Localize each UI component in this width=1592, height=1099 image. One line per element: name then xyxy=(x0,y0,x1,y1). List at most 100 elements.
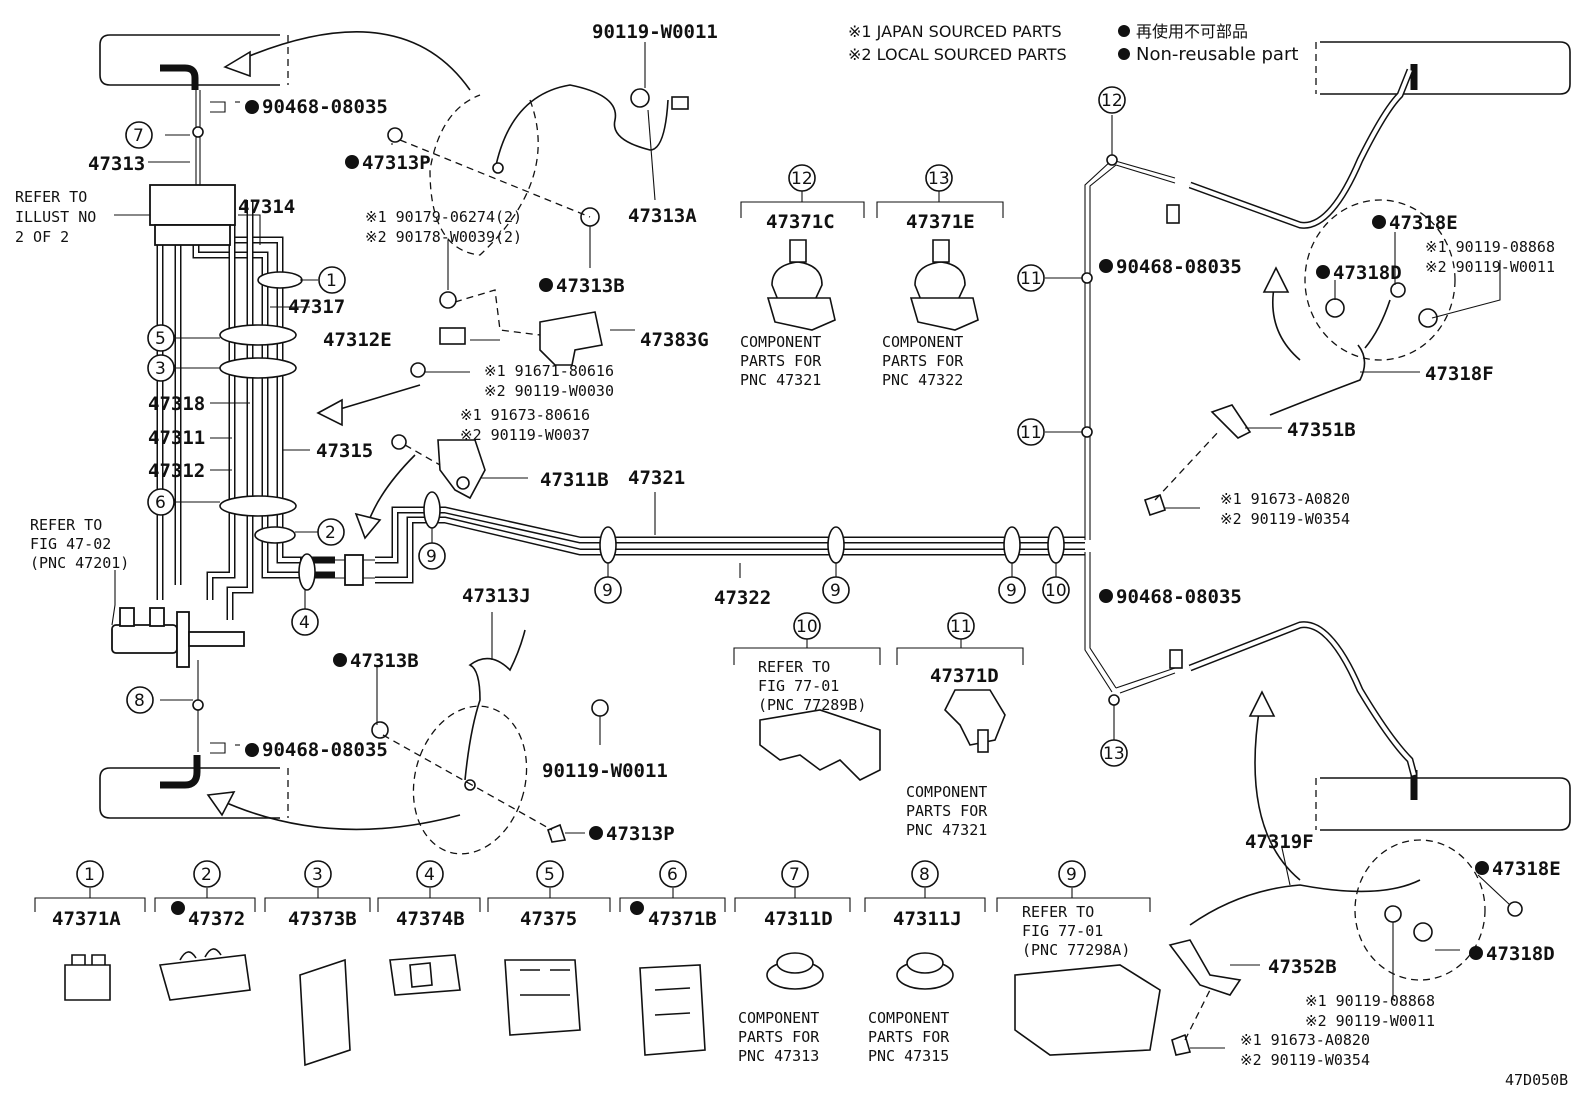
refer-illust-line3: 2 OF 2 xyxy=(15,228,69,246)
note-47371D-2: PARTS FOR xyxy=(906,802,988,820)
brake-pipes xyxy=(156,68,1418,776)
label-47318D-top: 47318D xyxy=(1333,262,1402,284)
label-91673-A0820-bottom: ※1 91673-A0820 xyxy=(1240,1031,1370,1049)
bottom-ref-77298A-1: REFER TO xyxy=(1022,903,1094,921)
callout-5: 5 xyxy=(155,329,166,349)
label-47371C: 47371C xyxy=(766,211,835,233)
label-90119-W0011-right-bottom: ※2 90119-W0011 xyxy=(1305,1012,1435,1030)
bottom-ref-77298A-3: (PNC 77298A) xyxy=(1022,941,1130,959)
part-labels: 47313 REFER TO ILLUST NO 2 OF 2 47314 47… xyxy=(15,21,1561,1069)
middle-component-10: 10 REFER TO FIG 77-01 (PNC 77289B) xyxy=(758,612,866,714)
pipe-joint xyxy=(1081,426,1093,438)
flex-hose-47313A xyxy=(387,84,689,256)
master-cylinder xyxy=(111,607,245,668)
note-47371C-3: PNC 47321 xyxy=(740,371,821,389)
bottom-note-47311J-3: PNC 47315 xyxy=(868,1047,949,1065)
note-47371E-1: COMPONENT xyxy=(882,333,963,351)
callout-8: 8 xyxy=(134,691,145,711)
bracket-47311B xyxy=(391,434,486,500)
callout-11b: 11 xyxy=(1020,423,1042,443)
label-47313: 47313 xyxy=(88,153,145,175)
label-47313P-top: 47313P xyxy=(362,152,431,174)
label-47313B-bottom: 47313B xyxy=(350,650,419,672)
nonreusable-dot-icon xyxy=(1118,25,1130,37)
pipe-joint xyxy=(192,126,204,138)
bottom-num-3: 3 xyxy=(312,865,323,885)
callout-10: 10 xyxy=(1045,581,1067,601)
label-47311B: 47311B xyxy=(540,469,609,491)
ref-77289B-2: FIG 77-01 xyxy=(758,677,839,695)
bottom-num-8: 8 xyxy=(919,865,930,885)
component-47371C-icon xyxy=(766,239,836,331)
label-47317: 47317 xyxy=(288,296,345,318)
callout-3: 3 xyxy=(155,359,166,379)
label-91673-A0820-top: ※1 91673-A0820 xyxy=(1220,490,1350,508)
label-47371E: 47371E xyxy=(906,211,975,233)
pipe-joint xyxy=(1106,154,1118,166)
callout-12: 12 xyxy=(1101,91,1123,111)
middle-component-47371D: 11 47371D COMPONENT PARTS FOR PNC 47321 xyxy=(906,612,999,839)
label-90468-bottom: 90468-08035 xyxy=(262,739,388,761)
label-47313P-bottom: 47313P xyxy=(606,823,675,845)
refer-illust-line2: ILLUST NO xyxy=(15,208,96,226)
note-47371C-1: COMPONENT xyxy=(740,333,821,351)
label-47318F: 47318F xyxy=(1425,363,1494,385)
pipe-joint xyxy=(1081,272,1093,284)
bracket-47383G xyxy=(410,289,603,378)
label-90468-right-top: 90468-08035 xyxy=(1116,256,1242,278)
bottom-num-7: 7 xyxy=(789,865,800,885)
bottom-num-1: 1 xyxy=(84,865,95,885)
callout-13: 13 xyxy=(1103,744,1125,764)
bottom-note-47311J-1: COMPONENT xyxy=(868,1009,949,1027)
clip-icon xyxy=(210,101,226,113)
clip-icon xyxy=(1169,649,1183,669)
refer-illust-line1: REFER TO xyxy=(15,188,87,206)
label-47313J: 47313J xyxy=(462,585,531,607)
bottom-note-47311D-3: PNC 47313 xyxy=(738,1047,819,1065)
callouts: 7 1 5 3 6 2 4 9 9 9 9 10 8 11 11 12 13 xyxy=(125,86,1128,767)
callout-11a: 11 xyxy=(1020,269,1042,289)
bottom-part-47311J: 47311J xyxy=(893,908,962,930)
component-47371D-icon xyxy=(944,689,1006,753)
label-91673: ※1 91673-80616 xyxy=(460,406,590,424)
label-47322: 47322 xyxy=(714,587,771,609)
ref-77289B-3: (PNC 77289B) xyxy=(758,696,866,714)
label-47313A: 47313A xyxy=(628,205,697,227)
label-90119-08868-top: ※1 90119-08868 xyxy=(1425,238,1555,256)
nonreusable-dots xyxy=(171,100,1489,960)
bottom-note-47311D-1: COMPONENT xyxy=(738,1009,819,1027)
bottom-part-47372: 47372 xyxy=(188,908,245,930)
component-47371E-icon xyxy=(909,239,979,331)
leader-lines xyxy=(111,42,1511,1049)
label-90119-W0011-right-top: ※2 90119-W0011 xyxy=(1425,258,1555,276)
label-47312E: 47312E xyxy=(323,329,392,351)
flex-hose-47319F xyxy=(1168,839,1523,1056)
label-90119-08868-bottom: ※1 90119-08868 xyxy=(1305,992,1435,1010)
label-47313B-top: 47313B xyxy=(556,275,625,297)
label-47315: 47315 xyxy=(316,440,373,462)
pipe-joint xyxy=(1108,694,1120,706)
bottom-row-labels: 1 47371A 2 47372 3 47373B 4 47374B 5 473… xyxy=(52,860,1130,1065)
bottom-part-47374B: 47374B xyxy=(396,908,465,930)
label-90468-top: 90468-08035 xyxy=(262,96,388,118)
bottom-part-47371A: 47371A xyxy=(52,908,121,930)
flex-hose-47313J xyxy=(371,629,609,855)
clip-icon xyxy=(210,742,226,754)
nonreusable-dot-icon xyxy=(1118,48,1130,60)
refer-fig-line2: FIG 47-02 xyxy=(30,535,111,553)
bottom-part-47375: 47375 xyxy=(520,908,577,930)
label-90119-W0011-mid: 90119-W0011 xyxy=(542,760,668,782)
bottom-note-47311J-2: PARTS FOR xyxy=(868,1028,950,1046)
label-91671: ※1 91671-80616 xyxy=(484,362,614,380)
label-47312: 47312 xyxy=(148,460,205,482)
flex-hose-47318F xyxy=(1143,199,1456,517)
refer-fig-line1: REFER TO xyxy=(30,516,102,534)
refer-fig-line3: (PNC 47201) xyxy=(30,554,129,572)
label-47318E-bottom: 47318E xyxy=(1492,858,1561,880)
label-47318D-bottom: 47318D xyxy=(1486,943,1555,965)
legend-nonreusable-jp: 再使用不可部品 xyxy=(1136,22,1248,41)
label-47351B: 47351B xyxy=(1287,419,1356,441)
label-90119-W0030: ※2 90119-W0030 xyxy=(484,382,614,400)
label-47314: 47314 xyxy=(238,196,295,218)
bottom-part-47373B: 47373B xyxy=(288,908,357,930)
